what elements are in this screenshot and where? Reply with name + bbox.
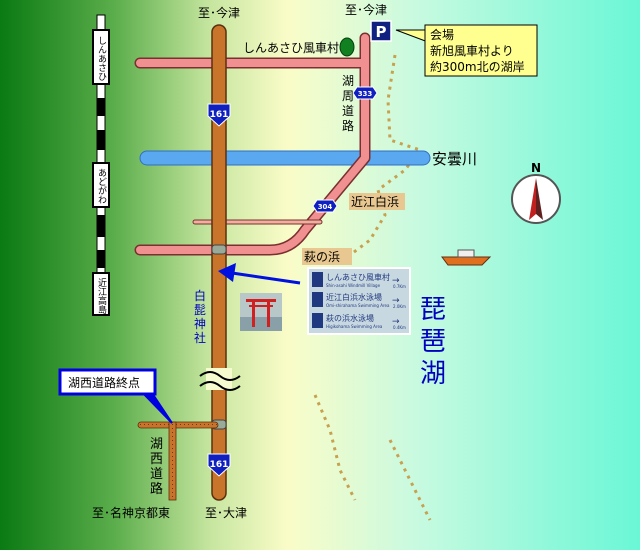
direction-otsu: 至･大津 bbox=[205, 506, 247, 520]
map-text: 萩の浜水泳場 bbox=[326, 313, 374, 323]
map-text: 会場 bbox=[430, 28, 454, 42]
map-text: 道 bbox=[342, 104, 354, 118]
boat-icon bbox=[441, 249, 492, 266]
map-text: 琶 bbox=[420, 327, 446, 357]
road-sign: しんあさひ風車村 Shin-asahi Windmill Village → 0… bbox=[307, 267, 411, 335]
shoreline bbox=[313, 54, 432, 521]
svg-text:→: → bbox=[392, 317, 400, 327]
route-333-shield: 333 bbox=[352, 86, 378, 100]
sign-row: 近江白浜水泳場 Omi-shirahama Swimming Area → 2.… bbox=[312, 292, 406, 309]
station-adogawa[interactable]: あどがわ bbox=[92, 162, 110, 208]
sign-row: しんあさひ風車村 Shin-asahi Windmill Village → 0… bbox=[312, 272, 406, 289]
map-text: しんあさひ風車村 bbox=[326, 272, 390, 282]
route-161-shield-south: 161 bbox=[207, 453, 231, 477]
compass-icon: N bbox=[511, 161, 561, 224]
map-text: 西 bbox=[150, 452, 163, 467]
map-text: 路 bbox=[150, 481, 163, 497]
map-text: 社 bbox=[194, 330, 206, 345]
map-text: 新旭風車村より bbox=[430, 43, 514, 58]
map-text: 0.4Km bbox=[393, 325, 406, 330]
map-text: 湖西道路終点 bbox=[68, 375, 140, 390]
route-161-shield-north: 161 bbox=[207, 103, 231, 127]
map-text: しんあさひ bbox=[96, 36, 107, 81]
tree-icon bbox=[339, 37, 355, 57]
route-304-shield: 304 bbox=[312, 199, 338, 213]
map-text: Omi-shirahama Swimming Area bbox=[326, 303, 390, 308]
route-161-road bbox=[199, 24, 241, 501]
map-text: 161 bbox=[210, 460, 229, 470]
shrine-label: 白 髭 神 社 bbox=[194, 288, 206, 345]
map-text: 神 bbox=[194, 317, 206, 331]
map-text: 白 bbox=[194, 288, 206, 303]
map-text: 周 bbox=[342, 89, 354, 103]
map-text: 湖 bbox=[342, 73, 354, 88]
map-text: Shin-asahi Windmill Village bbox=[326, 283, 381, 288]
lake-road-label: 湖 周 道 路 bbox=[342, 73, 354, 133]
map-text: 髭 bbox=[194, 303, 206, 317]
map-text: 琵 bbox=[420, 295, 446, 325]
omi-shirahama-label: 近江白浜 bbox=[349, 193, 405, 210]
direction-imazu-east: 至･今津 bbox=[345, 2, 387, 17]
lake-biwa-label: 琵 琶 湖 bbox=[420, 295, 446, 389]
station-shinasahi[interactable]: しんあさひ bbox=[92, 29, 110, 85]
river-label: 安曇川 bbox=[432, 150, 477, 168]
map-text: 湖 bbox=[150, 437, 163, 452]
direction-arrow bbox=[218, 263, 301, 285]
azumi-river bbox=[139, 150, 431, 166]
map-text: Higikohama Swimming Area bbox=[326, 324, 383, 329]
map-text: 道 bbox=[150, 467, 163, 482]
kosei-road-label: 湖 西 道 路 bbox=[150, 437, 163, 497]
kosei-end-callout: 湖西道路終点 bbox=[58, 368, 173, 424]
map-text: 161 bbox=[210, 110, 229, 120]
map-text: 2.0Km bbox=[393, 304, 406, 309]
map-text: 路 bbox=[342, 118, 354, 133]
svg-text:→: → bbox=[392, 296, 400, 306]
map-text: 近江高島 bbox=[96, 277, 107, 315]
map-text: 約300m北の湖岸 bbox=[430, 59, 525, 74]
shirahige-torii-photo bbox=[240, 293, 282, 331]
map-text: 304 bbox=[318, 203, 333, 211]
map-text: 近江白浜水泳場 bbox=[326, 292, 382, 302]
map-text: 湖 bbox=[420, 359, 446, 389]
hagi-no-hama-label: 萩の浜 bbox=[302, 248, 352, 265]
map-text: P bbox=[376, 23, 387, 41]
svg-text:→: → bbox=[392, 276, 400, 286]
windmill-village-label: しんあさひ風車村 bbox=[243, 41, 339, 55]
direction-meishin: 至･名神京都東 bbox=[92, 505, 170, 520]
map-text: あどがわ bbox=[96, 168, 107, 204]
map-text: 近江白浜 bbox=[351, 194, 399, 209]
station-omi-takashima[interactable]: 近江高島 bbox=[92, 272, 110, 316]
sign-row: 萩の浜水泳場 Higikohama Swimming Area → 0.4Km bbox=[312, 313, 406, 330]
map-text: 萩の浜 bbox=[304, 250, 340, 264]
parking-icon[interactable]: P bbox=[370, 20, 392, 42]
map-text: 333 bbox=[358, 90, 373, 98]
map-text: 0.7Km bbox=[393, 284, 406, 289]
direction-imazu-west: 至･今津 bbox=[198, 5, 240, 20]
venue-callout: 会場 新旭風車村より 約300m北の湖岸 bbox=[395, 24, 538, 77]
map-text: N bbox=[531, 161, 541, 175]
